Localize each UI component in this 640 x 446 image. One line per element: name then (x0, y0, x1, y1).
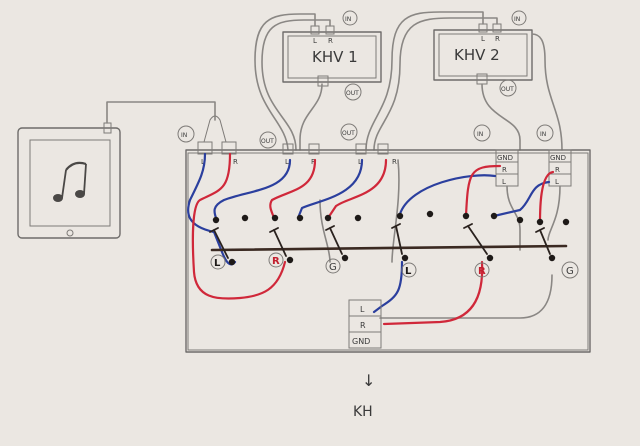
in-left-pin-l: L (201, 158, 205, 166)
khv2-label: KHV 2 (454, 46, 500, 64)
khv1-out-label: OUT (346, 90, 359, 97)
bus-bar (210, 244, 568, 252)
switch-box: IN OUT OUT IN IN L R L R L R GND R L (177, 115, 591, 353)
in-right2-pin-l: L (555, 178, 559, 186)
box-in-right1-label: IN (477, 131, 483, 138)
music-note-icon (53, 161, 87, 202)
kh-pin-l: L (360, 305, 365, 314)
khv1-label: KHV 1 (312, 48, 358, 66)
box-in-left-label: IN (181, 132, 187, 139)
khv2-out-label: OUT (501, 86, 514, 93)
out1-pin-l: L (285, 158, 289, 166)
khv1-pin-r: R (328, 37, 333, 45)
tablet-screen (29, 139, 111, 227)
music-player-tablet (17, 101, 216, 239)
kh-pin-r: R (360, 321, 366, 330)
right-switch-label-g: G (566, 266, 574, 277)
right-switch-label-r: R (478, 266, 486, 277)
out2-pin-r: R (392, 158, 397, 166)
in-right1-pin-l: L (502, 178, 506, 186)
in-right2-pin-gnd: GND (550, 154, 566, 162)
khv2-box (433, 29, 533, 81)
left-switch-label-l: L (214, 258, 221, 269)
tablet-body (17, 127, 121, 239)
in-right2-pin-r: R (555, 166, 560, 174)
khv1-box (282, 31, 382, 83)
output-label: KH (353, 404, 373, 420)
out2-pin-l: L (358, 158, 362, 166)
khv2-in-label: IN (514, 16, 520, 23)
in-left-pin-r: R (233, 158, 238, 166)
box-out1-label: OUT (261, 138, 274, 145)
khv2-pin-r: R (495, 35, 500, 43)
switch-levers (209, 223, 551, 259)
kh-connector: L R GND (348, 299, 382, 349)
amp-cables (254, 11, 563, 151)
switch-contacts (212, 210, 570, 266)
right-switch-label-l: L (405, 266, 412, 277)
left-switch-label-g: G (329, 262, 337, 273)
down-arrow-icon: ↓ (362, 371, 375, 390)
khv2-pin-l: L (481, 35, 485, 43)
left-switch-label-r: R (272, 256, 280, 267)
in-right1-pin-r: R (502, 166, 507, 174)
kh-pin-gnd: GND (352, 337, 370, 346)
khv1-pin-l: L (313, 37, 317, 45)
tablet-home-button (66, 229, 74, 237)
box-in-right2-label: IN (540, 131, 546, 138)
in-right1-pin-gnd: GND (497, 154, 513, 162)
khv1-in-label: IN (345, 16, 351, 23)
box-out2-label: OUT (342, 130, 355, 137)
out1-pin-r: R (311, 158, 316, 166)
